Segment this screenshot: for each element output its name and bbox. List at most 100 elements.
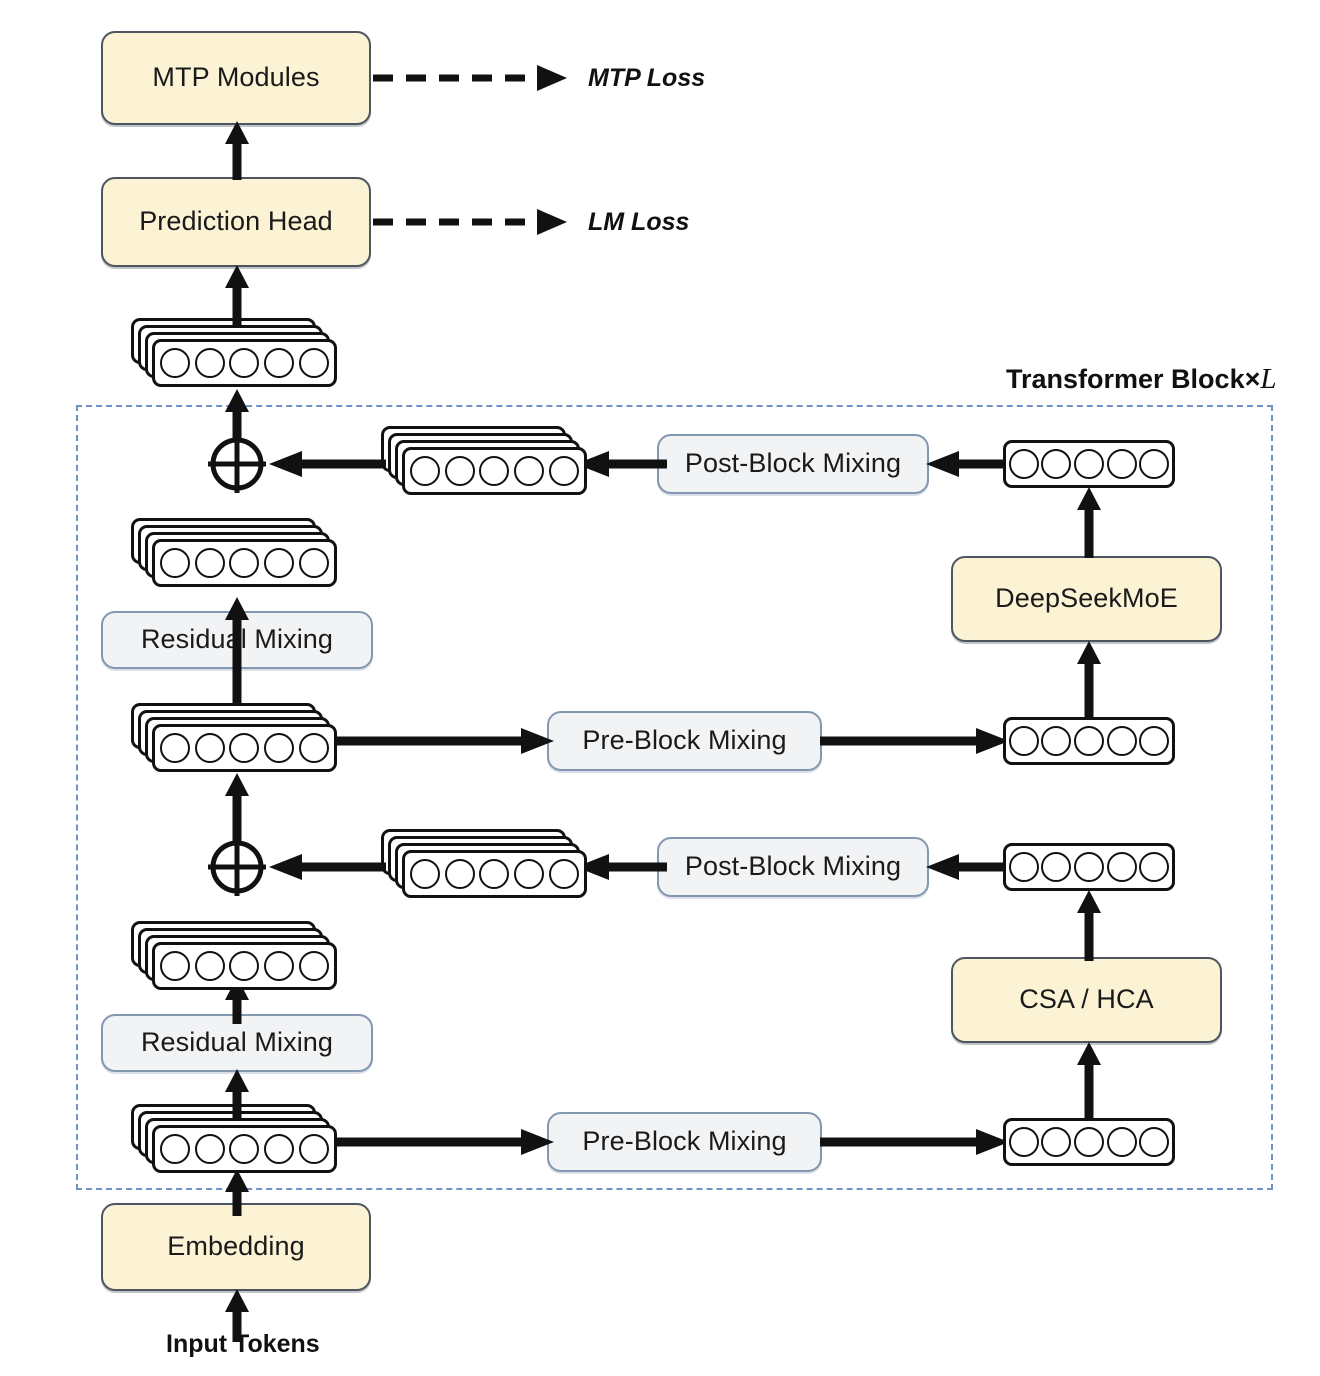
token-dot [229,348,260,378]
moe-to-tokens-arrow [1073,486,1105,558]
token-row [152,339,337,387]
token-dot [194,1134,225,1164]
token-dot [549,859,580,889]
pre-block-mixing-upper-box[interactable]: Pre-Block Mixing [547,711,822,771]
moe-tokens-to-postmix-arrow [925,448,1007,480]
lm-loss-label: LM Loss [588,208,689,237]
prediction-head-box[interactable]: Prediction Head [101,177,371,267]
prediction-head-label: Prediction Head [139,206,333,237]
token-dot [229,548,260,578]
residual-mixing-lower-label: Residual Mixing [140,1027,334,1058]
token-dot [1073,449,1104,479]
lower-block-input-to-residual-arrow [221,1068,253,1118]
embedding-to-block-arrow [221,1168,253,1216]
token-row-attention-output [1003,843,1175,891]
upper-postmix-tokens-to-add-arrow [268,448,386,480]
upper-block-input-up-arrow [221,596,253,706]
mtp-loss-text: MTP Loss [588,64,706,92]
input-tokens-label: Input Tokens [166,1330,320,1359]
token-dot [264,951,295,981]
lm-loss-arrow [371,206,571,238]
post-block-mixing-upper-label: Post-Block Mixing [684,448,902,479]
token-dot [514,456,545,486]
pre-block-mixing-lower-label: Pre-Block Mixing [582,1126,787,1157]
token-dot [409,859,440,889]
token-dot [194,733,225,763]
token-dot [299,951,330,981]
mtp-modules-box[interactable]: MTP Modules [101,31,371,125]
upper-premix-to-tokens-arrow [820,725,1010,757]
pre-block-mixing-lower-box[interactable]: Pre-Block Mixing [547,1112,822,1172]
token-row [152,724,337,772]
lower-postmix-tokens-to-add-arrow [268,851,386,883]
deepseekmoe-box[interactable]: DeepSeekMoE [951,556,1222,642]
token-dot [409,456,440,486]
token-dot [1008,726,1039,756]
input-tokens-text: Input Tokens [166,1330,320,1358]
lower-add-up-arrow [221,772,253,844]
token-dot [1008,449,1039,479]
token-dot [194,548,225,578]
embedding-box[interactable]: Embedding [101,1203,371,1291]
input-tokens-to-embedding-arrow [221,1288,253,1342]
token-dot [264,1134,295,1164]
token-row [152,1125,337,1173]
token-dot [479,456,510,486]
token-dot [1041,852,1072,882]
token-stack-upper-block-input [131,703,337,775]
pre-block-mixing-upper-label: Pre-Block Mixing [582,725,787,756]
transformer-block-title-text: Transformer Block [1006,364,1245,394]
token-dot [159,733,190,763]
token-dot [194,951,225,981]
token-dot [1106,1127,1137,1157]
token-dot [1041,1127,1072,1157]
post-block-mixing-lower-box[interactable]: Post-Block Mixing [657,837,929,897]
token-stack-output [131,318,337,390]
token-dot [1139,449,1170,479]
tokens-to-prediction-head-arrow [221,264,253,326]
premix-tokens-to-moe-arrow [1073,640,1105,720]
mtp-modules-label: MTP Modules [152,62,320,93]
token-stack-upper-postmix [381,426,587,498]
prediction-head-to-mtp-arrow [221,121,253,180]
token-dot [1073,1127,1104,1157]
token-dot [159,348,190,378]
token-row [152,942,337,990]
token-dot [1139,1127,1170,1157]
token-stack-lower-block-input [131,1104,337,1176]
lower-premix-to-tokens-arrow [820,1126,1010,1158]
token-row [402,850,587,898]
token-dot [264,548,295,578]
token-stack-lower-postmix [381,829,587,901]
csa-hca-to-tokens-arrow [1073,889,1105,961]
token-dot [229,951,260,981]
upper-tokens-to-premix-arrow [323,725,555,757]
token-dot [159,548,190,578]
token-stack-upper-residual-output [131,518,337,590]
mtp-loss-label: MTP Loss [588,64,705,93]
token-dot [299,348,330,378]
token-dot [1041,449,1072,479]
token-dot [194,348,225,378]
csa-hca-box[interactable]: CSA / HCA [951,957,1222,1043]
token-dot [1106,449,1137,479]
token-dot [1106,852,1137,882]
embedding-label: Embedding [167,1231,305,1262]
token-dot [229,1134,260,1164]
token-dot [264,733,295,763]
transformer-block-region [76,405,1273,1190]
token-dot [299,548,330,578]
token-dot [444,456,475,486]
lm-loss-text: LM Loss [588,208,690,236]
lower-tokens-to-premix-arrow [323,1126,555,1158]
token-row [152,539,337,587]
csa-hca-label: CSA / HCA [1019,984,1154,1015]
token-dot [549,456,580,486]
token-dot [514,859,545,889]
token-dot [299,733,330,763]
deepseekmoe-label: DeepSeekMoE [995,583,1178,614]
token-dot [1073,852,1104,882]
lower-residual-add-node [205,835,269,899]
token-dot [159,951,190,981]
